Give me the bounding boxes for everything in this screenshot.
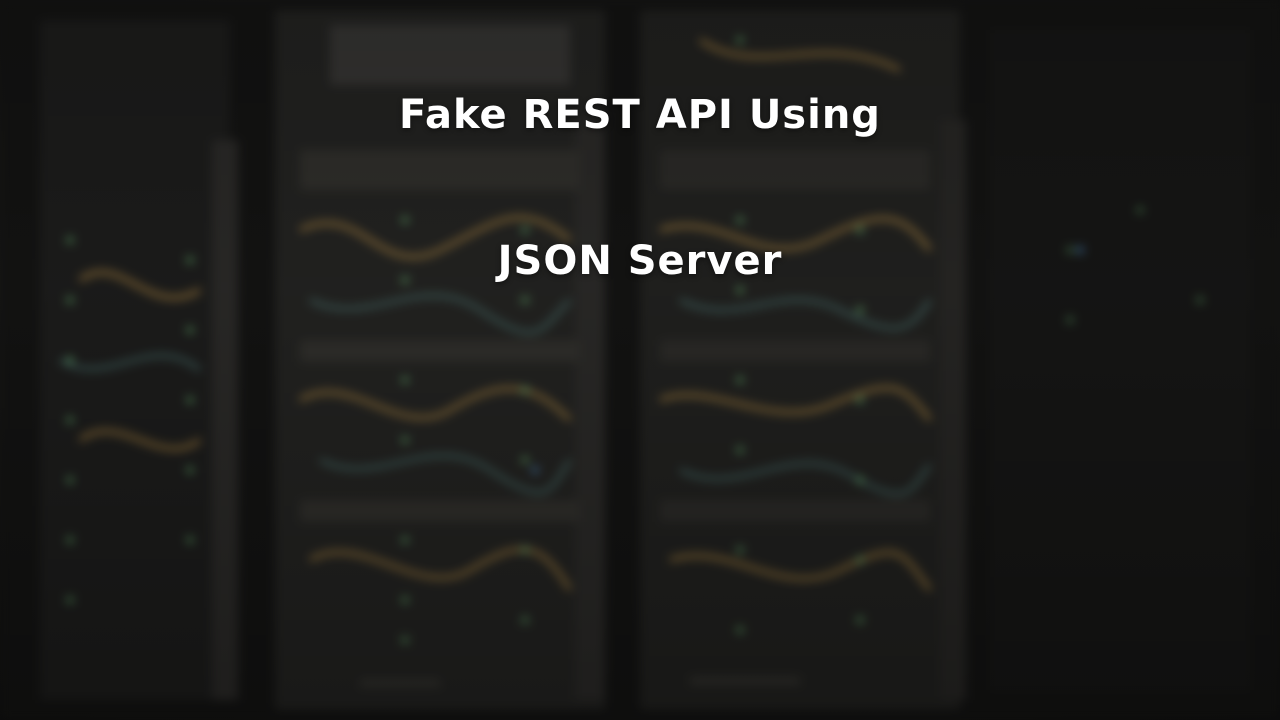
headline-title: Fake REST API Using JSON Server (0, 42, 1280, 334)
headline-line-2: JSON Server (497, 238, 783, 284)
headline-line-1: Fake REST API Using (399, 92, 881, 138)
